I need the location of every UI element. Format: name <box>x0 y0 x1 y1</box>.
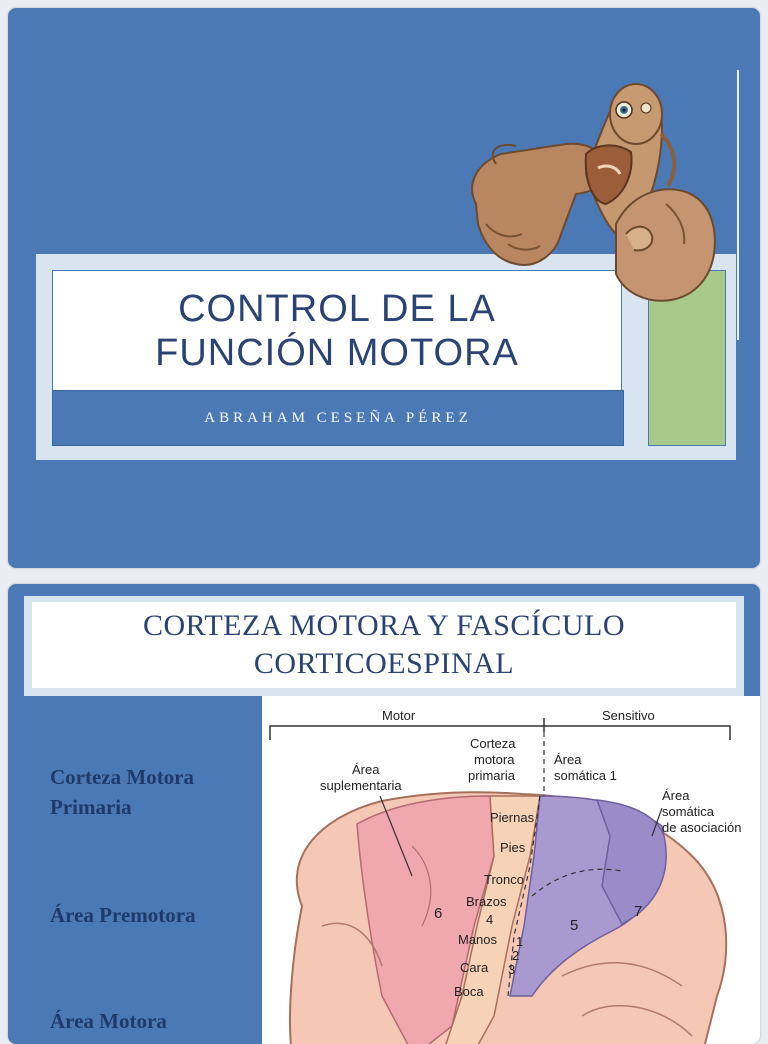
title-frame: Control de la función motora Abraham Ces… <box>36 254 638 460</box>
bullet-corteza-motora-primaria: Corteza Motora Primaria <box>50 765 195 819</box>
title-box: Control de la función motora <box>52 270 622 392</box>
label-num-3: 3 <box>508 962 515 977</box>
header-motor: Motor <box>382 708 416 723</box>
slide-heading: Corteza motora y fascículo corticoespina… <box>142 609 626 680</box>
heading-frame: Corteza motora y fascículo corticoespina… <box>24 596 744 696</box>
label-primaria: primaria <box>468 768 516 783</box>
label-num-5: 5 <box>570 917 578 934</box>
bullet-area-motora: Área Motora <box>50 1009 167 1033</box>
title-slide: Control de la función motora Abraham Ces… <box>8 8 760 568</box>
slide-title: Control de la función motora <box>155 288 519 374</box>
label-area-asociacion-a: Área <box>662 788 690 803</box>
label-cara: Cara <box>460 960 489 975</box>
slide-subtitle: Abraham Ceseña Pérez <box>204 409 472 426</box>
decorative-line <box>737 70 739 340</box>
hand-creature-illustration <box>471 83 716 302</box>
label-area-somatica-1-a: Área <box>554 752 582 767</box>
label-brazos: Brazos <box>466 894 507 909</box>
label-area-asociacion-c: de asociación <box>662 820 742 835</box>
header-sensitivo: Sensitivo <box>602 708 655 723</box>
label-boca: Boca <box>454 984 484 999</box>
label-area-suplementaria-a: Área <box>352 762 380 777</box>
brain-diagram-svg: Motor Sensitivo Corteza <box>269 708 742 1044</box>
label-piernas: Piernas <box>490 810 535 825</box>
subtitle-bar: Abraham Ceseña Pérez <box>52 390 624 446</box>
heading-box: Corteza motora y fascículo corticoespina… <box>32 602 736 688</box>
motor-cortex-diagram: Motor Sensitivo Corteza <box>262 696 760 1044</box>
label-corteza: Corteza <box>470 736 516 751</box>
label-num-7: 7 <box>634 903 642 920</box>
label-num-1: 1 <box>516 934 523 949</box>
label-tronco: Tronco <box>484 872 524 887</box>
label-manos: Manos <box>458 932 498 947</box>
label-num-4: 4 <box>486 912 493 927</box>
label-pies: Pies <box>500 840 526 855</box>
label-area-suplementaria-b: suplementaria <box>320 778 402 793</box>
label-area-somatica-1-b: somática 1 <box>554 768 617 783</box>
label-num-6: 6 <box>434 905 442 922</box>
label-motora: motora <box>474 752 515 767</box>
content-slide: Corteza motora y fascículo corticoespina… <box>8 584 760 1044</box>
bullet-area-premotora: Área Premotora <box>50 903 196 927</box>
label-area-asociacion-b: somática <box>662 804 715 819</box>
label-num-2: 2 <box>512 948 519 963</box>
